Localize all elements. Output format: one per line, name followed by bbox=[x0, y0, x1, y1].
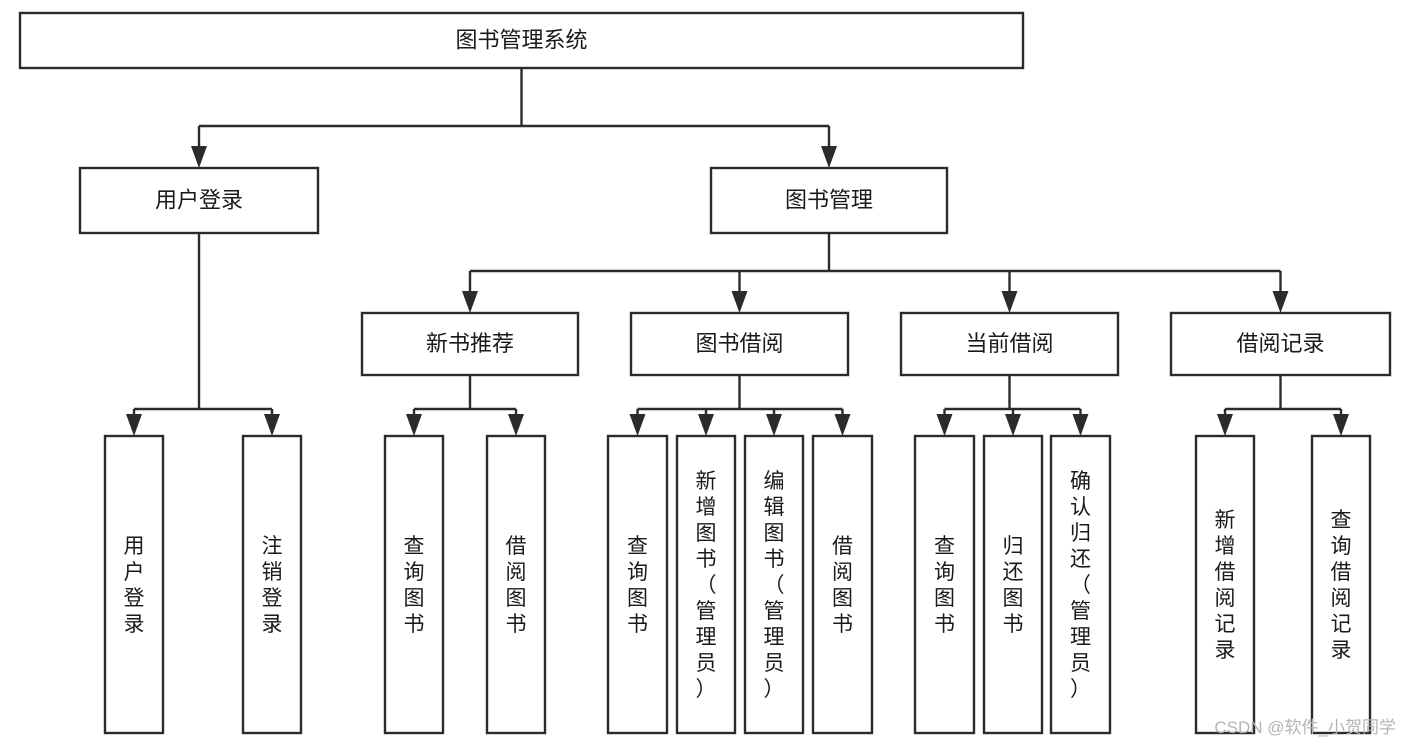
borrow-record-to-leaves-arrow-0 bbox=[1217, 414, 1233, 436]
book-borrow-to-leaves-arrow-3 bbox=[834, 414, 851, 436]
book-borrow-to-leaves-arrow-2 bbox=[766, 414, 782, 436]
connector-layer bbox=[126, 68, 1349, 436]
node-label-leaf-query-book-borrow: 查询图书 bbox=[627, 535, 648, 636]
bookmgmt-to-level3-arrow-3 bbox=[1272, 291, 1289, 313]
node-box-book-management[interactable] bbox=[709, 166, 949, 235]
current-borrow-to-leaves-arrow-1 bbox=[1005, 414, 1021, 436]
node-leaf-borrow-book[interactable]: 借阅图书 bbox=[811, 434, 874, 735]
node-box-leaf-return-book[interactable] bbox=[982, 434, 1044, 735]
node-box-leaf-query-book-borrow[interactable] bbox=[606, 434, 669, 735]
node-new-book-recommend[interactable]: 新书推荐 bbox=[360, 311, 580, 377]
node-box-user-login[interactable] bbox=[78, 166, 320, 235]
current-borrow-to-leaves-arrow-2 bbox=[1072, 414, 1089, 436]
node-box-leaf-user-login[interactable] bbox=[103, 434, 165, 735]
node-leaf-confirm-return-admin[interactable]: 确认归还（管理员） bbox=[1049, 434, 1112, 735]
current-borrow-to-leaves-arrow-0 bbox=[936, 414, 953, 436]
node-label-leaf-add-borrow-record: 新增借阅记录 bbox=[1215, 509, 1236, 662]
node-current-borrow[interactable]: 当前借阅 bbox=[899, 311, 1120, 377]
node-box-leaf-query-book-recommend[interactable] bbox=[383, 434, 445, 735]
node-root[interactable]: 图书管理系统 bbox=[18, 11, 1025, 70]
bookmgmt-to-level3-arrow-1 bbox=[731, 291, 748, 313]
node-box-leaf-query-borrow-record[interactable] bbox=[1310, 434, 1372, 735]
node-box-leaf-logout[interactable] bbox=[241, 434, 303, 735]
user-login-to-leaves-arrow-1 bbox=[264, 414, 280, 436]
node-label-leaf-query-borrow-record: 查询借阅记录 bbox=[1331, 509, 1352, 662]
node-box-leaf-edit-book-admin[interactable] bbox=[743, 434, 805, 735]
new-book-recommend-to-leaves-arrow-1 bbox=[508, 414, 524, 436]
node-box-leaf-query-book-current[interactable] bbox=[913, 434, 976, 735]
root-to-level2-arrow-1 bbox=[821, 146, 837, 168]
node-label-root: 图书管理系统 bbox=[455, 27, 587, 52]
borrow-record-to-leaves-arrow-1 bbox=[1333, 414, 1349, 436]
node-book-borrow[interactable]: 图书借阅 bbox=[629, 311, 850, 377]
node-label-book-borrow: 图书借阅 bbox=[695, 331, 783, 356]
node-box-leaf-confirm-return-admin[interactable] bbox=[1049, 434, 1112, 735]
book-borrow-to-leaves-arrow-0 bbox=[629, 414, 646, 436]
root-to-level2-arrow-0 bbox=[191, 146, 207, 168]
node-label-user-login: 用户登录 bbox=[155, 187, 243, 212]
user-login-to-leaves-arrow-0 bbox=[126, 414, 142, 436]
node-leaf-query-book-current[interactable]: 查询图书 bbox=[913, 434, 976, 735]
node-box-book-borrow[interactable] bbox=[629, 311, 850, 377]
node-leaf-query-book-recommend[interactable]: 查询图书 bbox=[383, 434, 445, 735]
node-leaf-query-book-borrow[interactable]: 查询图书 bbox=[606, 434, 669, 735]
node-leaf-add-book-admin[interactable]: 新增图书（管理员） bbox=[675, 434, 737, 735]
node-label-leaf-query-book-recommend: 查询图书 bbox=[404, 535, 425, 636]
node-label-book-management: 图书管理 bbox=[785, 187, 873, 212]
node-leaf-query-borrow-record[interactable]: 查询借阅记录 bbox=[1310, 434, 1372, 735]
node-label-borrow-record: 借阅记录 bbox=[1236, 331, 1324, 356]
new-book-recommend-to-leaves-arrow-0 bbox=[406, 414, 422, 436]
bookmgmt-to-level3-arrow-2 bbox=[1001, 291, 1018, 313]
book-borrow-to-leaves-arrow-1 bbox=[698, 414, 714, 436]
node-label-leaf-borrow-book: 借阅图书 bbox=[832, 535, 853, 636]
node-label-leaf-return-book: 归还图书 bbox=[1003, 535, 1024, 636]
node-box-leaf-add-book-admin[interactable] bbox=[675, 434, 737, 735]
node-box-leaf-add-borrow-record[interactable] bbox=[1194, 434, 1256, 735]
node-box-leaf-borrow-book[interactable] bbox=[811, 434, 874, 735]
node-box-borrow-record[interactable] bbox=[1169, 311, 1392, 377]
node-box-root[interactable] bbox=[18, 11, 1025, 70]
node-label-leaf-edit-book-admin: 编辑图书（管理员） bbox=[764, 470, 785, 701]
node-label-leaf-add-book-admin: 新增图书（管理员） bbox=[696, 470, 717, 701]
node-leaf-return-book[interactable]: 归还图书 bbox=[982, 434, 1044, 735]
node-user-login[interactable]: 用户登录 bbox=[78, 166, 320, 235]
node-label-current-borrow: 当前借阅 bbox=[965, 331, 1053, 356]
node-leaf-borrow-book-recommend[interactable]: 借阅图书 bbox=[485, 434, 547, 735]
node-label-leaf-logout: 注销登录 bbox=[262, 535, 283, 636]
node-label-new-book-recommend: 新书推荐 bbox=[426, 331, 514, 356]
node-label-leaf-query-book-current: 查询图书 bbox=[934, 535, 955, 636]
node-leaf-add-borrow-record[interactable]: 新增借阅记录 bbox=[1194, 434, 1256, 735]
bookmgmt-to-level3-arrow-0 bbox=[462, 291, 478, 313]
node-box-new-book-recommend[interactable] bbox=[360, 311, 580, 377]
node-book-management[interactable]: 图书管理 bbox=[709, 166, 949, 235]
node-layer: 图书管理系统用户登录图书管理新书推荐图书借阅当前借阅借阅记录用户登录注销登录查询… bbox=[18, 11, 1392, 735]
node-box-leaf-borrow-book-recommend[interactable] bbox=[485, 434, 547, 735]
node-leaf-edit-book-admin[interactable]: 编辑图书（管理员） bbox=[743, 434, 805, 735]
node-leaf-logout[interactable]: 注销登录 bbox=[241, 434, 303, 735]
node-label-leaf-borrow-book-recommend: 借阅图书 bbox=[506, 535, 527, 636]
node-label-leaf-user-login: 用户登录 bbox=[124, 535, 145, 636]
node-borrow-record[interactable]: 借阅记录 bbox=[1169, 311, 1392, 377]
node-label-leaf-confirm-return-admin: 确认归还（管理员） bbox=[1070, 470, 1091, 701]
csdn-watermark: CSDN @软件_小贺同学 bbox=[1214, 718, 1396, 737]
node-box-current-borrow[interactable] bbox=[899, 311, 1120, 377]
node-leaf-user-login[interactable]: 用户登录 bbox=[103, 434, 165, 735]
